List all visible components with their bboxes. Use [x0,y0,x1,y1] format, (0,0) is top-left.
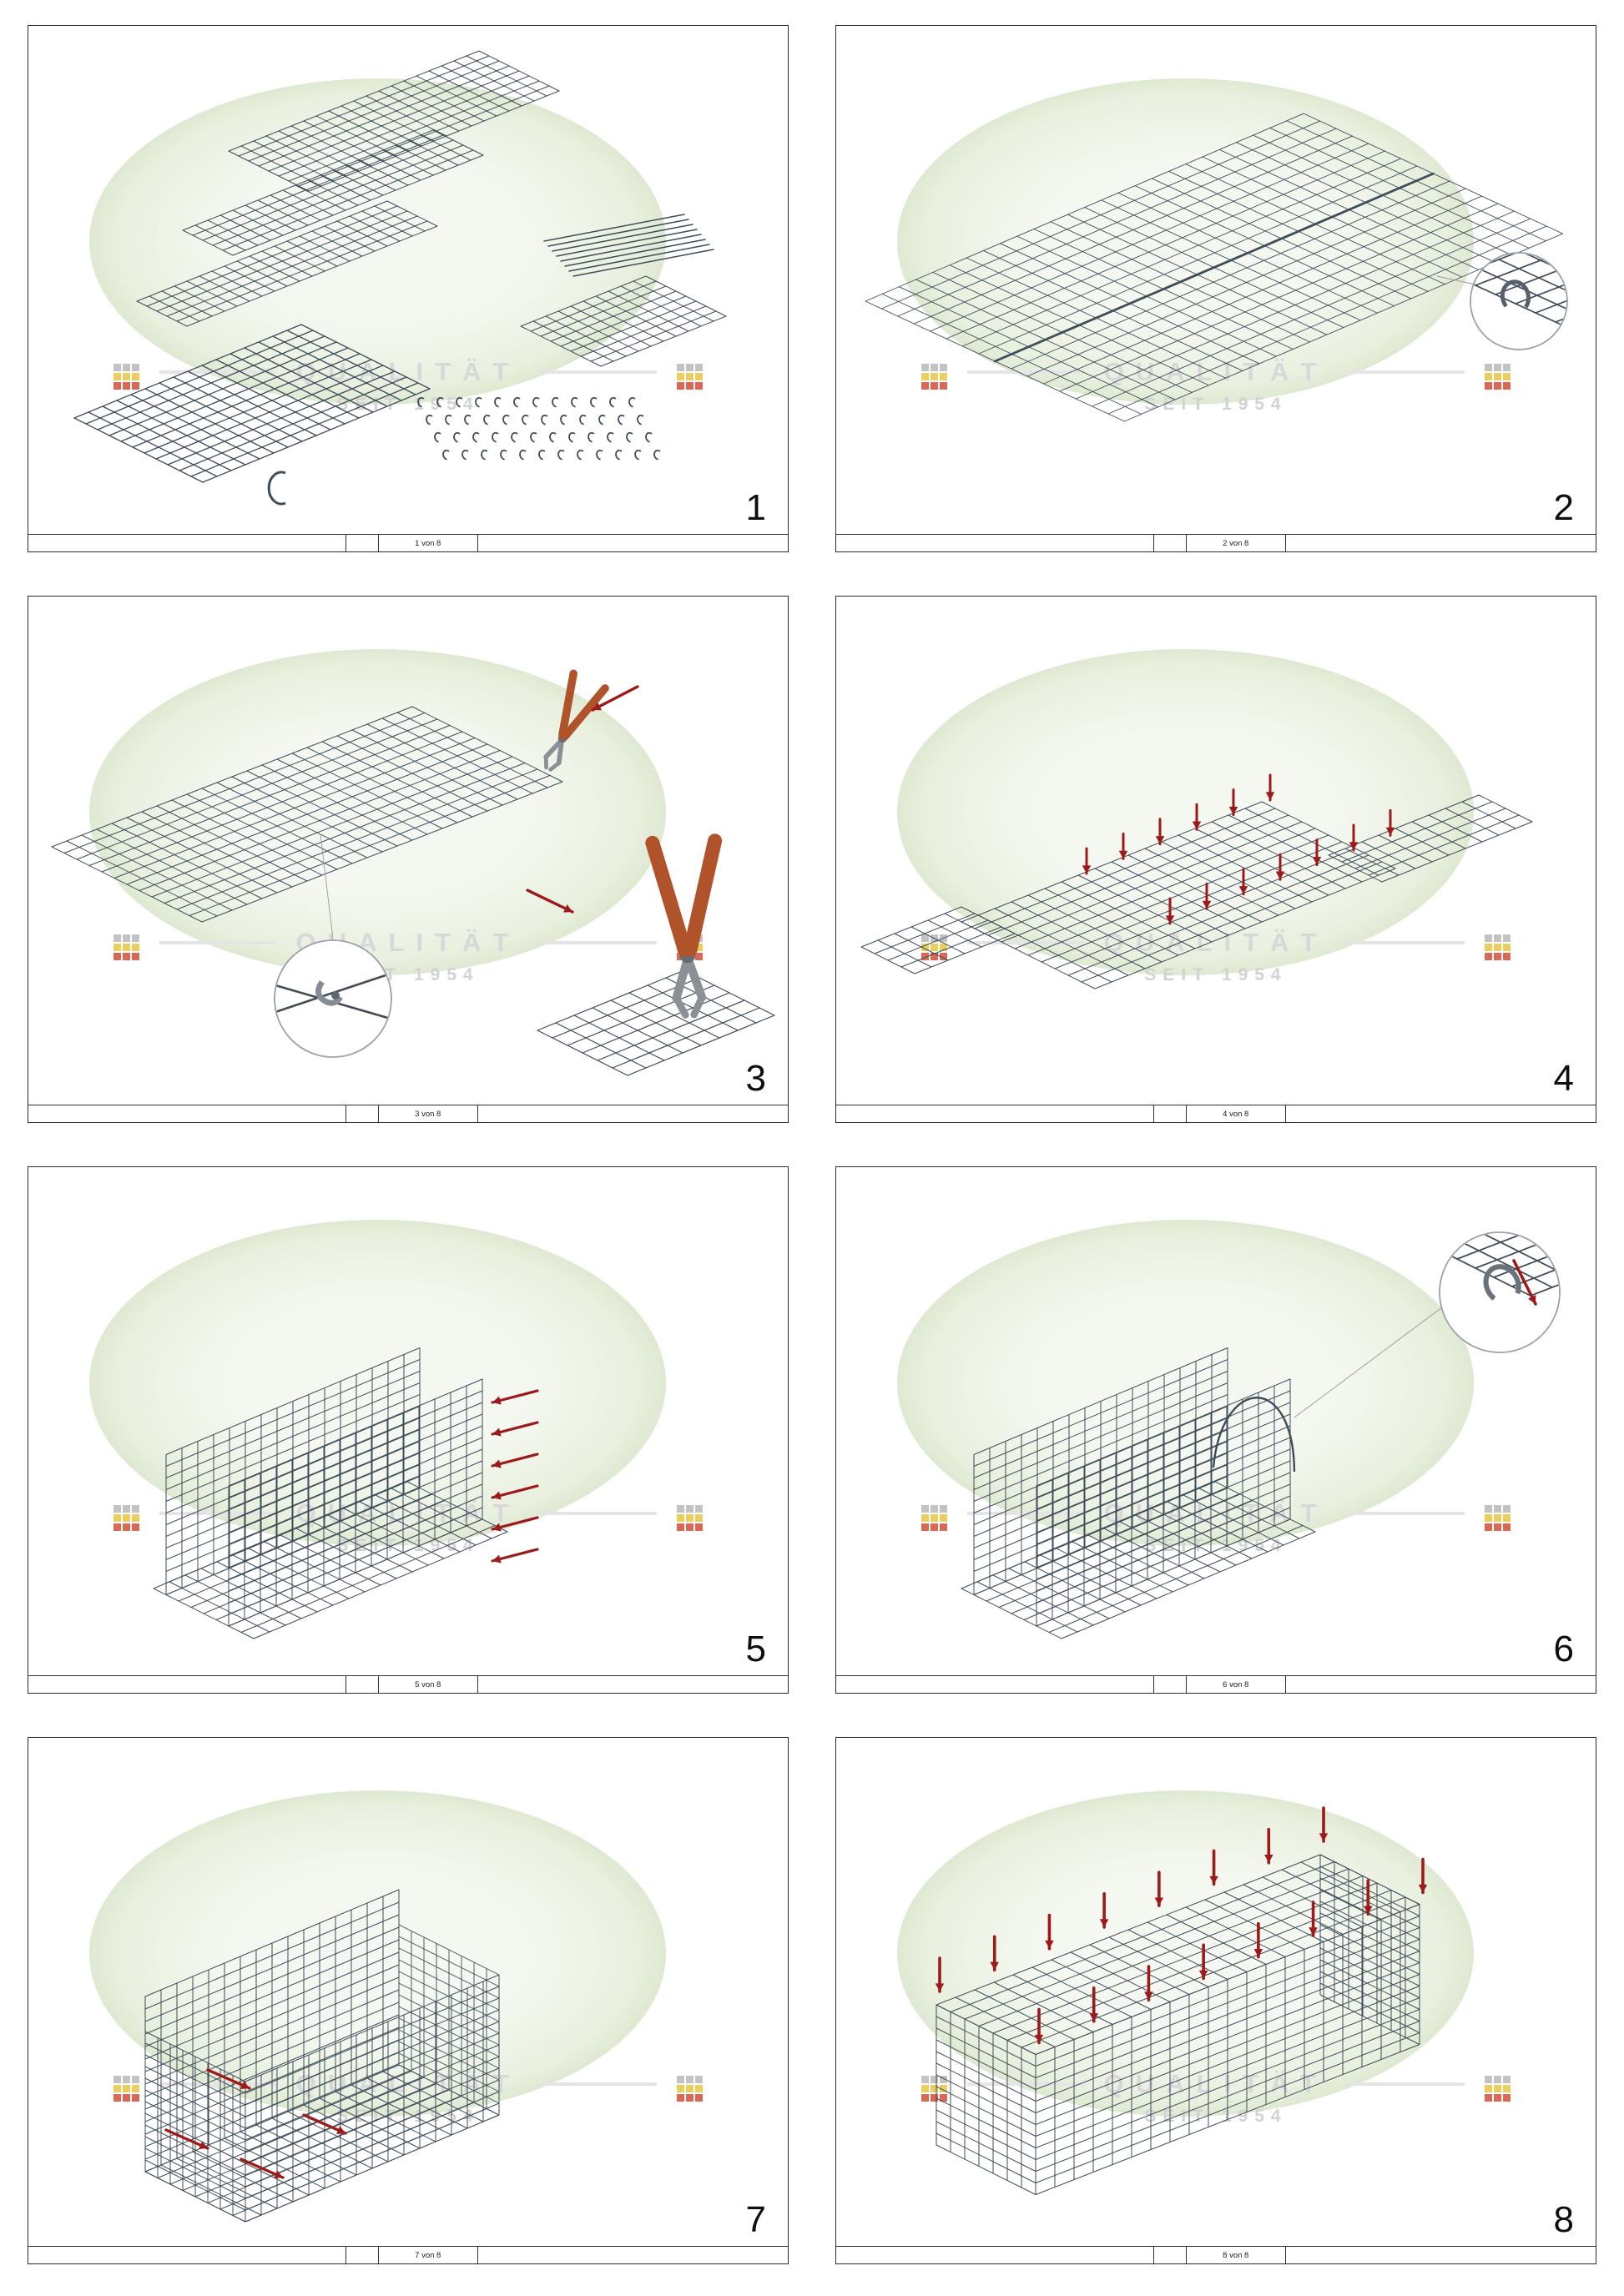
title-block-spacer [1153,2247,1186,2263]
watermark-rule-right [1348,370,1465,374]
step-2-illustration [865,113,1568,422]
watermark-rule-left [159,2082,276,2086]
watermark-brand-text: QUALITÄT [295,356,521,386]
brand-logo-icon [677,363,704,390]
watermark: QUALITÄT SEIT 1954 [836,1167,1596,1693]
title-block: 5 von 8 [28,1675,788,1693]
step-7-number: 7 [745,2199,766,2240]
watermark: QUALITÄT SEIT 1954 [836,597,1596,1122]
watermark-rule-right [1348,940,1465,944]
step-8-illustration [935,1806,1428,2195]
sheet-counter: 7 von 8 [377,2247,478,2263]
instruction-step-panel-1: QUALITÄT SEIT 1954 1 1 von 8 [28,25,789,552]
sheet-counter: 3 von 8 [377,1105,478,1122]
title-block-spacer [1153,1105,1186,1122]
instruction-step-panel-5: QUALITÄT SEIT 1954 5 5 von 8 [28,1166,789,1694]
title-block-spacer [1153,1676,1186,1693]
watermark-rule-right [540,1511,658,1515]
watermark-rule-right [1348,2082,1465,2086]
sheet-counter: 5 von 8 [377,1676,478,1693]
title-block-spacer [1153,535,1186,551]
title-block: 2 von 8 [836,534,1596,551]
watermark-rule-left [159,370,276,374]
title-block-spacer [345,1105,378,1122]
watermark-rule-right [1348,1511,1465,1515]
brand-logo-icon [677,1504,704,1531]
step-5-illustration [153,1347,539,1639]
watermark-rule-left [966,1511,1084,1515]
watermark-ellipse [896,649,1475,975]
step-5-number: 5 [745,1629,766,1669]
sheet-counter: 6 von 8 [1185,1676,1286,1693]
sheet-counter: 4 von 8 [1185,1105,1286,1122]
title-block: 8 von 8 [836,2246,1596,2263]
watermark: QUALITÄT SEIT 1954 [28,1738,788,2263]
watermark-rule-right [540,2082,658,2086]
title-block-spacer [345,2247,378,2263]
instruction-step-panel-4: QUALITÄT SEIT 1954 4 4 von 8 [835,596,1596,1123]
watermark-ellipse [88,1220,667,1546]
step-3-illustration [51,669,775,1076]
watermark-since-text: SEIT 1954 [1144,964,1288,984]
instruction-step-panel-3: QUALITÄT SEIT 1954 3 3 von 8 [28,596,789,1123]
instruction-step-panel-7: QUALITÄT SEIT 1954 7 7 von 8 [28,1737,789,2264]
step-3-number: 3 [745,1058,766,1099]
watermark-since-text: SEIT 1954 [1144,1535,1288,1555]
watermark-rule-left [966,370,1084,374]
step-1-illustration [73,50,727,506]
brand-logo-icon [113,363,139,390]
instruction-step-panel-2: QUALITÄT SEIT 1954 2 2 von 8 [835,25,1596,552]
sheet-counter: 2 von 8 [1185,535,1286,551]
step-4-illustration [860,773,1533,989]
brand-logo-icon [1485,363,1511,390]
brand-logo-icon [1485,934,1511,960]
title-block: 3 von 8 [28,1105,788,1122]
sheet-counter: 8 von 8 [1185,2247,1286,2263]
title-block: 7 von 8 [28,2246,788,2263]
brand-logo-icon [113,1504,139,1531]
brand-logo-icon [677,2075,704,2102]
title-block-spacer [345,1676,378,1693]
watermark: QUALITÄT SEIT 1954 [836,26,1596,551]
step-8-number: 8 [1553,2199,1574,2240]
step-1-number: 1 [745,487,766,528]
watermark-since-text: SEIT 1954 [1144,394,1288,414]
sheet-counter: 1 von 8 [377,535,478,551]
watermark-since-text: SEIT 1954 [336,1535,480,1555]
watermark-rule-left [159,1511,276,1515]
step-6-illustration [961,1231,1561,1639]
brand-logo-icon [920,363,947,390]
step-4-number: 4 [1553,1058,1574,1099]
title-block: 4 von 8 [836,1105,1596,1122]
watermark-rule-right [540,370,658,374]
step-6-number: 6 [1553,1629,1574,1669]
step-2-number: 2 [1553,487,1574,528]
brand-logo-icon [920,1504,947,1531]
watermark-rule-left [159,940,276,944]
title-block: 6 von 8 [836,1675,1596,1693]
title-block: 1 von 8 [28,534,788,551]
watermark-band: QUALITÄT SEIT 1954 [836,357,1596,415]
watermark: QUALITÄT SEIT 1954 [28,1167,788,1693]
brand-logo-icon [1485,1504,1511,1531]
step-7-illustration [144,1889,500,2223]
brand-logo-icon [920,2075,947,2102]
watermark-brand-text: QUALITÄT [1103,2068,1329,2098]
watermark-ellipse [896,1220,1475,1546]
title-block-spacer [345,535,378,551]
instruction-step-panel-8: QUALITÄT SEIT 1954 8 8 von 8 [835,1737,1596,2264]
watermark-band: QUALITÄT SEIT 1954 [836,928,1596,985]
brand-logo-icon [113,2075,139,2102]
watermark-rule-right [540,940,658,944]
brand-logo-icon [113,934,139,960]
watermark-rule-left [966,940,1084,944]
brand-logo-icon [1485,2075,1511,2102]
watermark-ellipse [896,78,1475,405]
watermark-ellipse [88,1790,667,2117]
instruction-step-panel-6: QUALITÄT SEIT 1954 6 6 von 8 [835,1166,1596,1694]
